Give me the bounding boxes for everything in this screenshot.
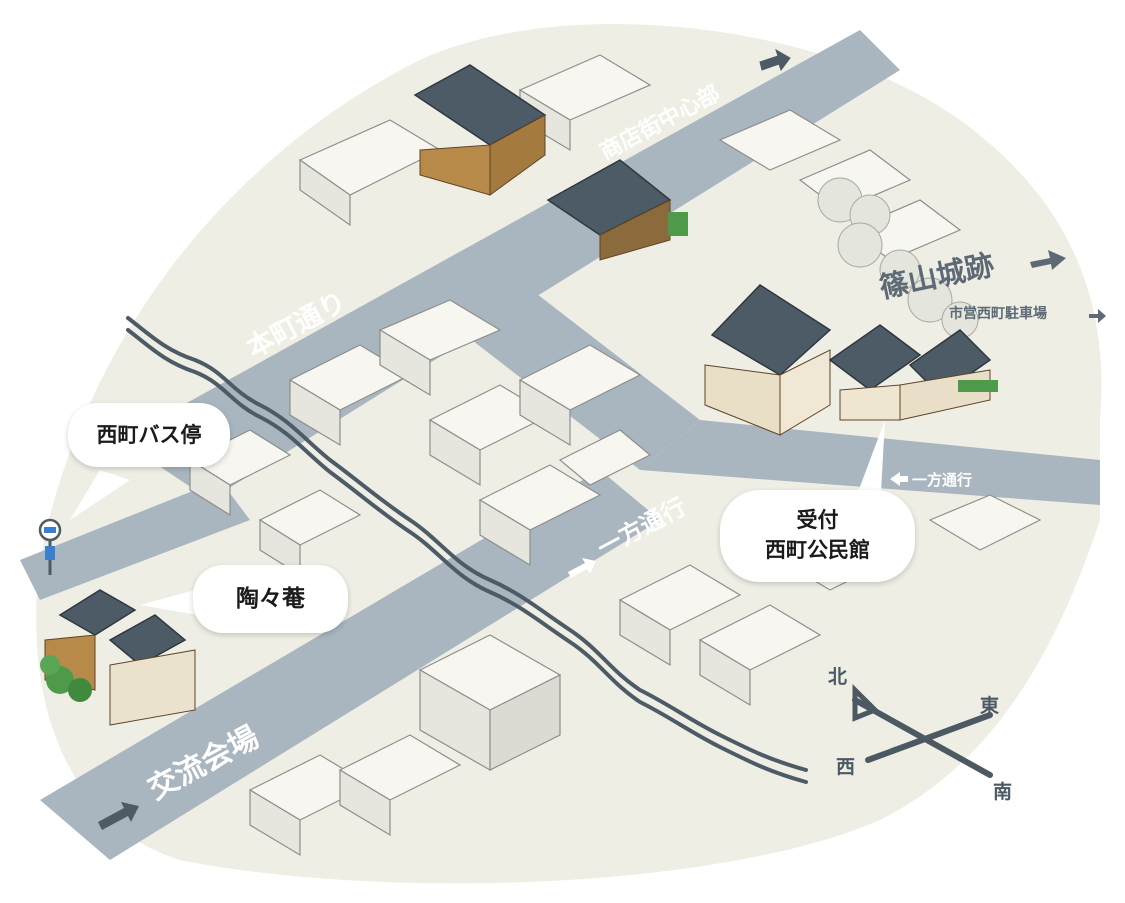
compass-north: 北 — [828, 666, 847, 688]
compass-north-arrow — [852, 683, 880, 722]
bus-stop-sign — [38, 518, 62, 575]
compass: 北 東 西 南 — [828, 666, 1012, 803]
reception-callout[interactable]: 受付 西町公民館 — [720, 490, 915, 582]
river — [126, 316, 808, 784]
touan-callout-text: 陶々菴 — [236, 586, 305, 612]
bus-stop-callout-text: 西町バス停 — [96, 423, 202, 447]
bus-road — [20, 480, 250, 600]
featured-houses — [40, 64, 992, 726]
reception-callout-line1: 受付 — [796, 508, 839, 532]
castle-arrow-icon — [1030, 250, 1066, 270]
compass-south: 南 — [993, 781, 1012, 803]
hedges — [668, 212, 998, 392]
bus-stop-callout[interactable]: 西町バス停 — [68, 403, 230, 467]
trees — [817, 177, 979, 339]
compass-west: 西 — [836, 756, 855, 778]
oneway-side-arrow-icon — [890, 472, 908, 486]
touan-callout[interactable]: 陶々菴 — [193, 565, 348, 633]
oneway-side-label: 一方通行 — [912, 471, 972, 489]
shotengai-arrow-icon — [759, 48, 791, 72]
parking-arrow-icon — [1089, 309, 1106, 323]
oneway-main-arrow-icon — [568, 558, 596, 578]
compass-east: 東 — [980, 694, 999, 717]
touan-roof — [58, 589, 137, 636]
parking-label: 市営西町駐車場 — [949, 305, 1047, 322]
koryu-road — [40, 470, 660, 860]
koryu-arrow-icon — [98, 802, 139, 830]
callout-tails — [70, 420, 885, 615]
reception-callout-line2: 西町公民館 — [765, 538, 870, 562]
reception-building-roof — [710, 284, 832, 376]
